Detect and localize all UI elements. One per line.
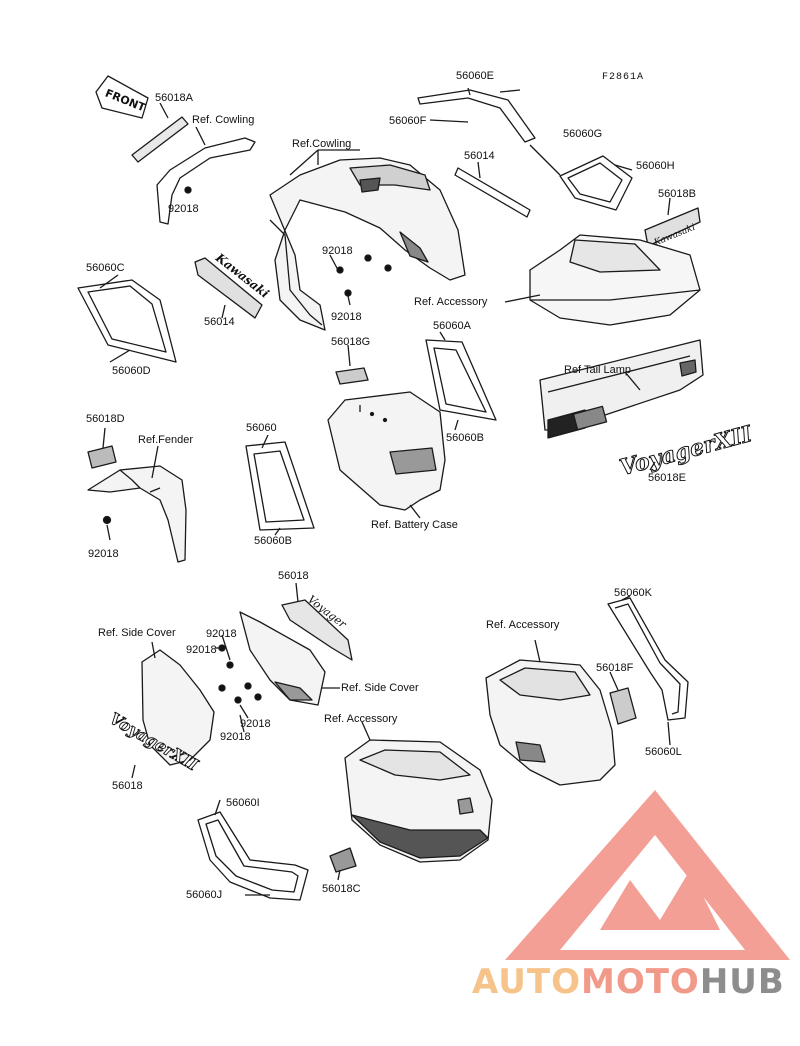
label-56060A: 56060A <box>433 320 471 332</box>
tail-lamp-panel <box>539 339 704 439</box>
label-56060K: 56060K <box>614 587 652 599</box>
saddlebag-left <box>344 739 493 863</box>
figure-code: F2861A <box>602 72 645 83</box>
label-56018-b: 56018 <box>112 780 143 792</box>
label-56060B-1: 56060B <box>446 432 484 444</box>
upper-fairing <box>269 149 466 331</box>
label-92018-f: 92018 <box>186 644 217 656</box>
label-56060G: 56060G <box>563 128 603 140</box>
label-92018-d: 92018 <box>88 548 119 560</box>
watermark-auto: AUTO <box>472 962 581 1002</box>
part-56018A <box>131 116 189 163</box>
battery-case <box>327 391 446 511</box>
rear-fender <box>87 465 187 563</box>
label-56060B-2: 56060B <box>254 535 292 547</box>
label-56014-b: 56014 <box>204 316 235 328</box>
label-ref-fender: Ref.Fender <box>138 434 194 446</box>
part-56018G-plate <box>335 367 369 385</box>
label-92018-h: 92018 <box>220 731 251 743</box>
label-92018-e: 92018 <box>206 628 237 640</box>
part-56060G-H-trim <box>559 155 633 211</box>
label-92018-g: 92018 <box>240 718 271 730</box>
kawasaki-small-emblem: Kawasaki <box>644 207 701 249</box>
label-56018E: 56018E <box>648 472 686 484</box>
label-56018G: 56018G <box>331 336 371 348</box>
part-56060E-trim <box>417 89 536 143</box>
part-56018F-plate <box>609 687 637 725</box>
part-56014-plate <box>454 167 531 218</box>
label-92018-a: 92018 <box>168 203 199 215</box>
front-arrow-badge: FRONT <box>95 75 149 119</box>
cowling-bracket <box>156 137 256 225</box>
label-56060H: 56060H <box>636 160 675 172</box>
label-92018-c: 92018 <box>331 311 362 323</box>
label-ref-side-cover-1: Ref. Side Cover <box>98 627 176 639</box>
watermark-wordmark: AUTOMOTOHUB <box>472 962 785 1002</box>
label-56018A: 56018A <box>155 92 193 104</box>
label-ref-cowling-1: Ref. Cowling <box>192 114 255 126</box>
label-56060: 56060 <box>246 422 277 434</box>
watermark-moto: MOTO <box>580 962 700 1002</box>
saddlebag-right <box>485 639 616 786</box>
label-ref-accessory-3: Ref. Accessory <box>324 713 398 725</box>
label-ref-tail-lamp: Ref Tail Lamp <box>564 364 632 376</box>
label-56018-a: 56018 <box>278 570 309 582</box>
top-case <box>529 234 701 326</box>
label-56060E: 56060E <box>456 70 494 82</box>
label-ref-battery-case: Ref. Battery Case <box>371 519 458 531</box>
part-56060K-L-trim <box>607 597 689 721</box>
part-56060I-J-trim <box>197 811 309 901</box>
svg-text:VoyagerXII: VoyagerXII <box>617 421 755 481</box>
label-ref-accessory-1: Ref. Accessory <box>414 296 488 308</box>
watermark-logo <box>505 790 790 960</box>
part-56060A-B-trim <box>425 339 497 421</box>
side-cover-right <box>239 611 326 706</box>
part-56060-trim <box>245 441 315 531</box>
label-56018D: 56018D <box>86 413 125 425</box>
side-cover-left <box>141 649 215 766</box>
label-56018F: 56018F <box>596 662 634 674</box>
label-56060D: 56060D <box>112 365 151 377</box>
label-ref-accessory-2: Ref. Accessory <box>486 619 560 631</box>
label-ref-side-cover-2: Ref. Side Cover <box>341 682 419 694</box>
part-56018C-plate <box>329 847 357 873</box>
label-56060F: 56060F <box>389 115 427 127</box>
label-56018B: 56018B <box>658 188 696 200</box>
part-56018D <box>87 445 117 469</box>
kawasaki-large-emblem: Kawasaki <box>194 250 272 319</box>
watermark-hub: HUB <box>699 962 785 1002</box>
voyager-tail-emblem: VoyagerXII <box>617 420 756 481</box>
label-56018C: 56018C <box>322 883 361 895</box>
label-56060J: 56060J <box>186 889 223 901</box>
part-56060C-D-trim <box>77 279 177 363</box>
label-56060C: 56060C <box>86 262 125 274</box>
label-56060L: 56060L <box>645 746 682 758</box>
label-56014-a: 56014 <box>464 150 495 162</box>
label-56060I: 56060I <box>226 797 260 809</box>
label-ref-cowling-2: Ref.Cowling <box>292 138 352 150</box>
label-92018-b: 92018 <box>322 245 353 257</box>
